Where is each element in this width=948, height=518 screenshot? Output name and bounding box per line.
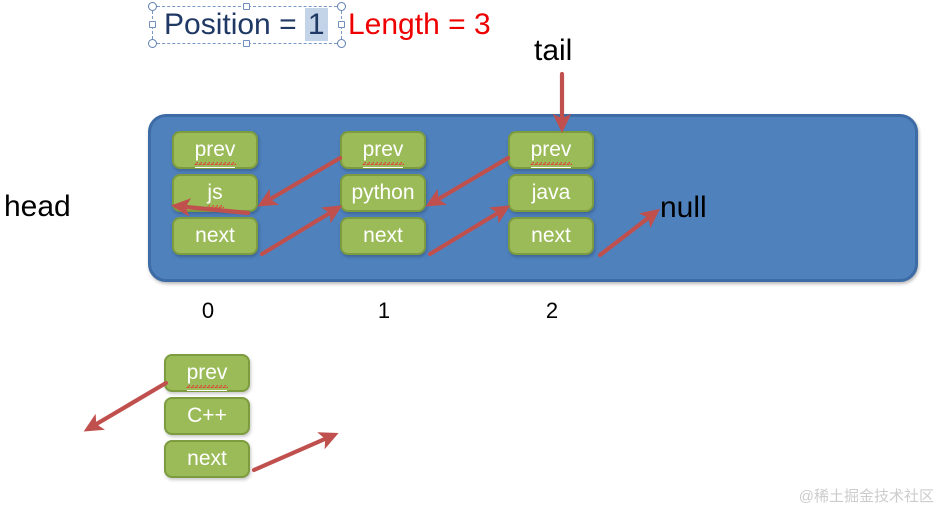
- node-2-prev-label: prev: [529, 133, 573, 168]
- resize-handle-left-middle[interactable]: [149, 21, 156, 28]
- list-node-1[interactable]: prev python next: [340, 131, 426, 255]
- new-node-value-label: C++: [187, 404, 227, 427]
- resize-handle-bottom-middle[interactable]: [243, 40, 250, 47]
- node-1-next-cell[interactable]: next: [340, 217, 426, 255]
- node-1-next-label: next: [363, 224, 403, 247]
- position-label: Position =: [164, 8, 305, 41]
- resize-handle-top-left[interactable]: [148, 2, 157, 11]
- resize-handle-right-middle[interactable]: [338, 21, 345, 28]
- node-2-next-label: next: [531, 224, 571, 247]
- resize-handle-bottom-left[interactable]: [148, 39, 157, 48]
- node-0-prev-cell[interactable]: prev: [172, 131, 258, 169]
- length-text: Length = 3: [348, 8, 491, 41]
- position-text[interactable]: Position = 1: [164, 7, 328, 43]
- new-node-value-cell[interactable]: C++: [164, 397, 250, 435]
- list-node-2[interactable]: prev java next: [508, 131, 594, 255]
- node-2-value-cell[interactable]: java: [508, 174, 594, 212]
- node-1-prev-label: prev: [361, 133, 405, 168]
- new-node-next-label: next: [187, 447, 227, 470]
- index-label-1: 1: [377, 298, 391, 323]
- node-0-value-label: js: [206, 176, 224, 211]
- new-node-prev-label: prev: [185, 356, 229, 391]
- watermark: @稀土掘金技术社区: [798, 488, 934, 505]
- resize-handle-top-middle[interactable]: [243, 3, 250, 10]
- arrow-newnode-prev-out: [83, 380, 169, 432]
- node-1-prev-cell[interactable]: prev: [340, 131, 426, 169]
- list-node-0[interactable]: prev js next: [172, 131, 258, 255]
- index-label-0: 0: [201, 298, 215, 323]
- resize-handle-top-right[interactable]: [337, 2, 346, 11]
- null-label: null: [660, 191, 707, 224]
- position-value-selected[interactable]: 1: [304, 8, 328, 41]
- new-node-next-cell[interactable]: next: [164, 440, 250, 478]
- textbox-selection-frame[interactable]: [148, 2, 346, 48]
- resize-handle-bottom-right[interactable]: [337, 39, 346, 48]
- node-1-value-label: python: [351, 181, 415, 204]
- node-0-prev-label: prev: [193, 133, 237, 168]
- node-0-next-cell[interactable]: next: [172, 217, 258, 255]
- tail-label: tail: [534, 34, 573, 67]
- node-1-value-cell[interactable]: python: [340, 174, 426, 212]
- new-node-prev-cell[interactable]: prev: [164, 354, 250, 392]
- arrow-newnode-next-out: [251, 432, 339, 473]
- node-2-value-label: java: [531, 181, 571, 204]
- node-2-prev-cell[interactable]: prev: [508, 131, 594, 169]
- node-0-next-label: next: [195, 224, 235, 247]
- new-node[interactable]: prev C++ next: [164, 354, 250, 478]
- head-label: head: [4, 190, 71, 223]
- node-2-next-cell[interactable]: next: [508, 217, 594, 255]
- node-0-value-cell[interactable]: js: [172, 174, 258, 212]
- index-label-2: 2: [545, 298, 559, 323]
